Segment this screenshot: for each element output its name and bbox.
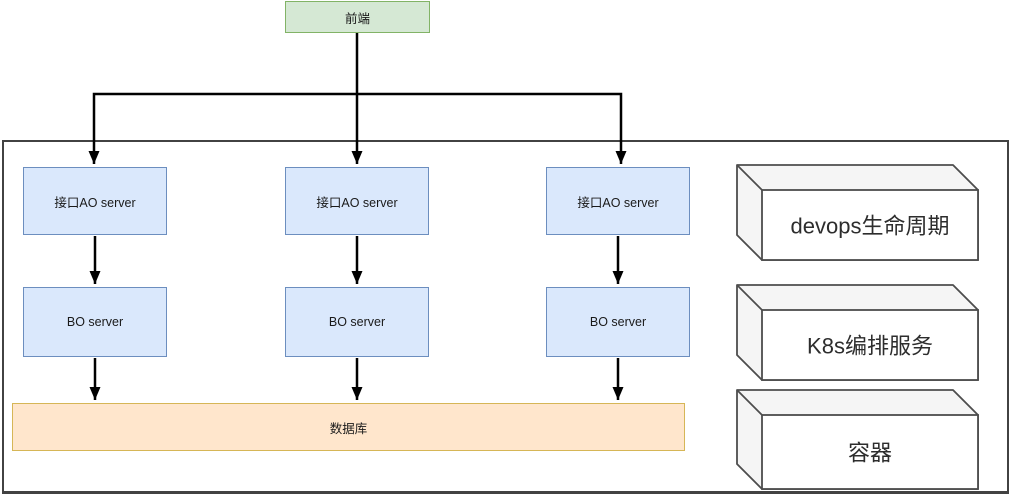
database-label: 数据库 (329, 421, 368, 436)
bo-server-node-1: BO server (23, 287, 167, 357)
frontend-label: 前端 (344, 11, 370, 26)
ao-server-label: 接口AO server (577, 195, 659, 210)
bo-server-label: BO server (66, 315, 124, 329)
frontend-node: 前端 (285, 1, 430, 33)
ao-server-node-2: 接口AO server (285, 167, 429, 235)
database-node: 数据库 (12, 403, 685, 451)
ao-server-node-3: 接口AO server (546, 167, 690, 235)
bo-server-node-2: BO server (285, 287, 429, 357)
ao-server-label: 接口AO server (316, 195, 398, 210)
bo-server-label: BO server (589, 315, 647, 329)
bo-server-node-3: BO server (546, 287, 690, 357)
ao-server-label: 接口AO server (54, 195, 136, 210)
ao-server-node-1: 接口AO server (23, 167, 167, 235)
bo-server-label: BO server (328, 315, 386, 329)
